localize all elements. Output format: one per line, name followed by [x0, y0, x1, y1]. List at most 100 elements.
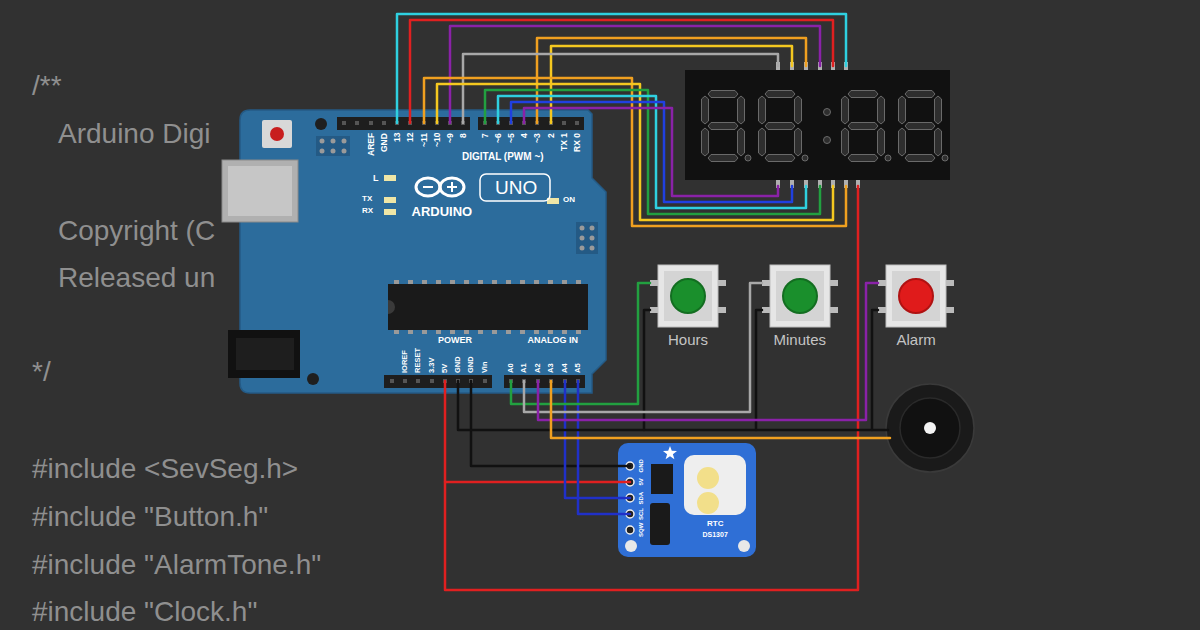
wire [397, 14, 846, 123]
digit [899, 91, 949, 162]
reset-button [262, 120, 292, 148]
led-label: ON [563, 196, 575, 204]
push-button [762, 265, 838, 327]
usb-port-inner [228, 166, 292, 216]
rtc-module [618, 443, 756, 557]
button-label: Minutes [774, 332, 827, 347]
pin-label: 8 [459, 133, 468, 138]
pin-label: GND [467, 356, 475, 373]
pin-label: Vin [481, 361, 489, 373]
wire [756, 310, 762, 430]
pin-label: A2 [534, 363, 542, 373]
push-button [650, 265, 726, 327]
pin-label: 13 [393, 133, 402, 142]
display-pins [776, 62, 860, 188]
wire [551, 381, 890, 438]
digit [702, 91, 752, 162]
pin-label: RX 0 [573, 133, 582, 152]
pin-label: A4 [561, 363, 569, 373]
code-line: */ [32, 358, 51, 386]
power-jack [228, 330, 300, 378]
led-label: RX [362, 207, 373, 215]
pin-label: 12 [406, 133, 415, 142]
module-name: RTC [707, 520, 723, 528]
arduino-logo [416, 178, 464, 196]
pin-label: GND [454, 356, 462, 373]
wire [524, 108, 778, 196]
pin-label: AREF [367, 133, 376, 156]
wire [458, 381, 888, 430]
battery-contact [697, 492, 719, 514]
brand-name: ARDUINO [412, 205, 473, 218]
pin-label: ~5 [507, 133, 516, 143]
wire [524, 283, 762, 412]
wire [538, 283, 878, 420]
pin-label: A5 [574, 363, 582, 373]
pin-label: SDA [638, 492, 644, 505]
wire [437, 84, 833, 220]
code-line: Arduino Digi [58, 120, 211, 148]
pin-label: GND [638, 459, 644, 472]
mounting-hole [625, 540, 637, 552]
battery-contact [697, 467, 719, 489]
header-title: POWER [438, 336, 472, 345]
seven-segment-display [685, 62, 950, 188]
buzzer [886, 384, 974, 472]
colon-dot [824, 109, 831, 116]
arduino-board [222, 110, 606, 393]
digit [759, 91, 809, 162]
pin-label: ~3 [533, 133, 542, 143]
led-label: TX [362, 195, 372, 203]
code-line: #include "Clock.h" [32, 598, 257, 626]
reset-cap [270, 127, 284, 141]
pin-label: A1 [520, 363, 528, 373]
code-line: #include "AlarmTone.h" [32, 551, 321, 579]
pin-label: A0 [507, 363, 515, 373]
pin-label: IOREF [401, 350, 409, 373]
pin-label: 3.3V [428, 358, 436, 373]
battery-holder [684, 455, 746, 515]
mounting-hole [315, 118, 327, 130]
model-frame [480, 174, 550, 201]
wire [872, 310, 878, 430]
display-body [685, 70, 950, 180]
header-title: DIGITAL (PWM ~) [462, 152, 544, 162]
pin-label: ~9 [446, 133, 455, 143]
pin-label: ~11 [420, 133, 429, 147]
microcontroller-chip [388, 280, 588, 334]
model-name: UNO [495, 178, 537, 197]
wire [565, 381, 630, 498]
push-button [878, 265, 954, 327]
icsp-header [576, 222, 598, 254]
code-line: Released un [58, 264, 215, 292]
code-line: /** [32, 72, 62, 100]
wire [578, 381, 630, 514]
header-title: ANALOG IN [528, 336, 579, 345]
chip-name: DS1307 [703, 531, 728, 538]
wires [397, 14, 890, 590]
pin-label: 7 [481, 133, 490, 138]
usb-port [222, 160, 298, 222]
pin-label: 4 [520, 133, 529, 138]
pin-label: RESET [414, 348, 422, 373]
pin-label: TX 1 [560, 133, 569, 151]
code-line: Copyright (C [58, 217, 215, 245]
pin-label: 5V [638, 478, 644, 485]
wire [511, 102, 792, 202]
pin-label: 2 [547, 133, 556, 138]
chip [651, 464, 673, 494]
pin-label: SQW [638, 523, 644, 537]
wire [498, 96, 806, 208]
code-line: #include <SevSeg.h> [32, 455, 298, 483]
led-label: L [373, 174, 379, 183]
wire [445, 481, 630, 484]
pin-label: ~6 [494, 133, 503, 143]
digit [842, 91, 892, 162]
pin-label: SCL [638, 508, 644, 520]
button-label: Alarm [897, 332, 936, 347]
pin-label: 5V [441, 364, 449, 373]
mounting-hole [738, 540, 750, 552]
